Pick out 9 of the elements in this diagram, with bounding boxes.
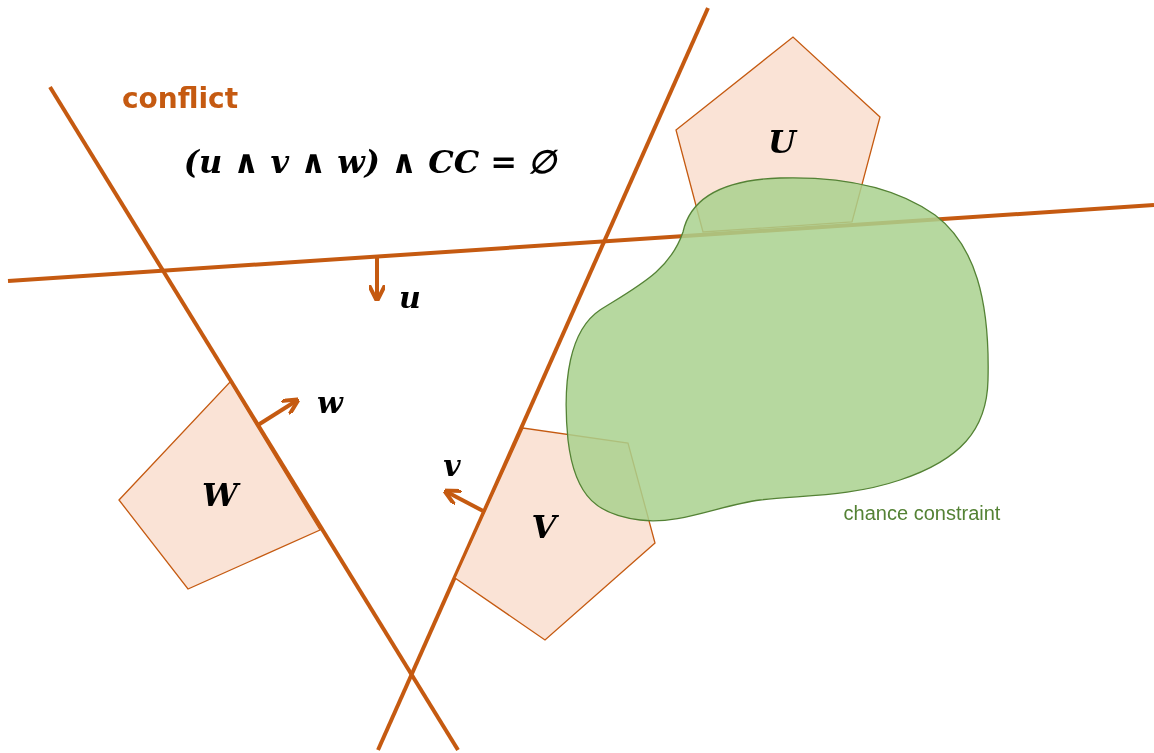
polygon-region [119, 382, 320, 589]
conflict-heading: conflict [121, 81, 239, 115]
region-caption: chance constraint [843, 501, 1001, 525]
math-symbol: u [399, 283, 421, 313]
math-symbol: w [317, 388, 343, 418]
conflict-formula: (u ∧ v ∧ w) ∧ CC = ∅ [183, 146, 557, 178]
math-symbol: v [443, 451, 461, 481]
region-label: U [768, 126, 796, 158]
region-label: V [531, 511, 557, 543]
